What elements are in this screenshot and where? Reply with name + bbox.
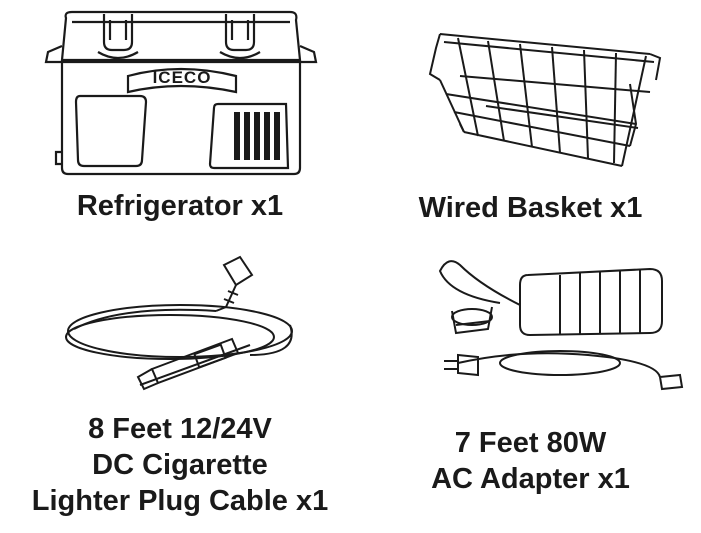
package-item-dc-cable: 8 Feet 12/24V DC Cigarette Lighter Plug … — [0, 245, 360, 533]
dc-cable-icon — [0, 245, 360, 405]
refrigerator-icon — [0, 0, 350, 200]
package-item-wired-basket: Wired Basket x1 — [360, 0, 701, 240]
wire-basket-icon — [360, 0, 701, 200]
ac-adapter-icon — [360, 245, 701, 405]
caption-wired-basket: Wired Basket x1 — [418, 192, 643, 224]
caption-ac-adapter: 7 Feet 80W AC Adapter x1 — [431, 427, 630, 495]
caption-dc-cable: 8 Feet 12/24V DC Cigarette Lighter Plug … — [31, 413, 329, 517]
caption-refrigerator: Refrigerator x1 — [76, 190, 284, 222]
brand-logo-text: ICECO — [152, 68, 212, 87]
package-item-ac-adapter: 7 Feet 80W AC Adapter x1 — [360, 245, 701, 533]
package-item-refrigerator: ICECO Refrigerator x1 — [0, 0, 350, 240]
